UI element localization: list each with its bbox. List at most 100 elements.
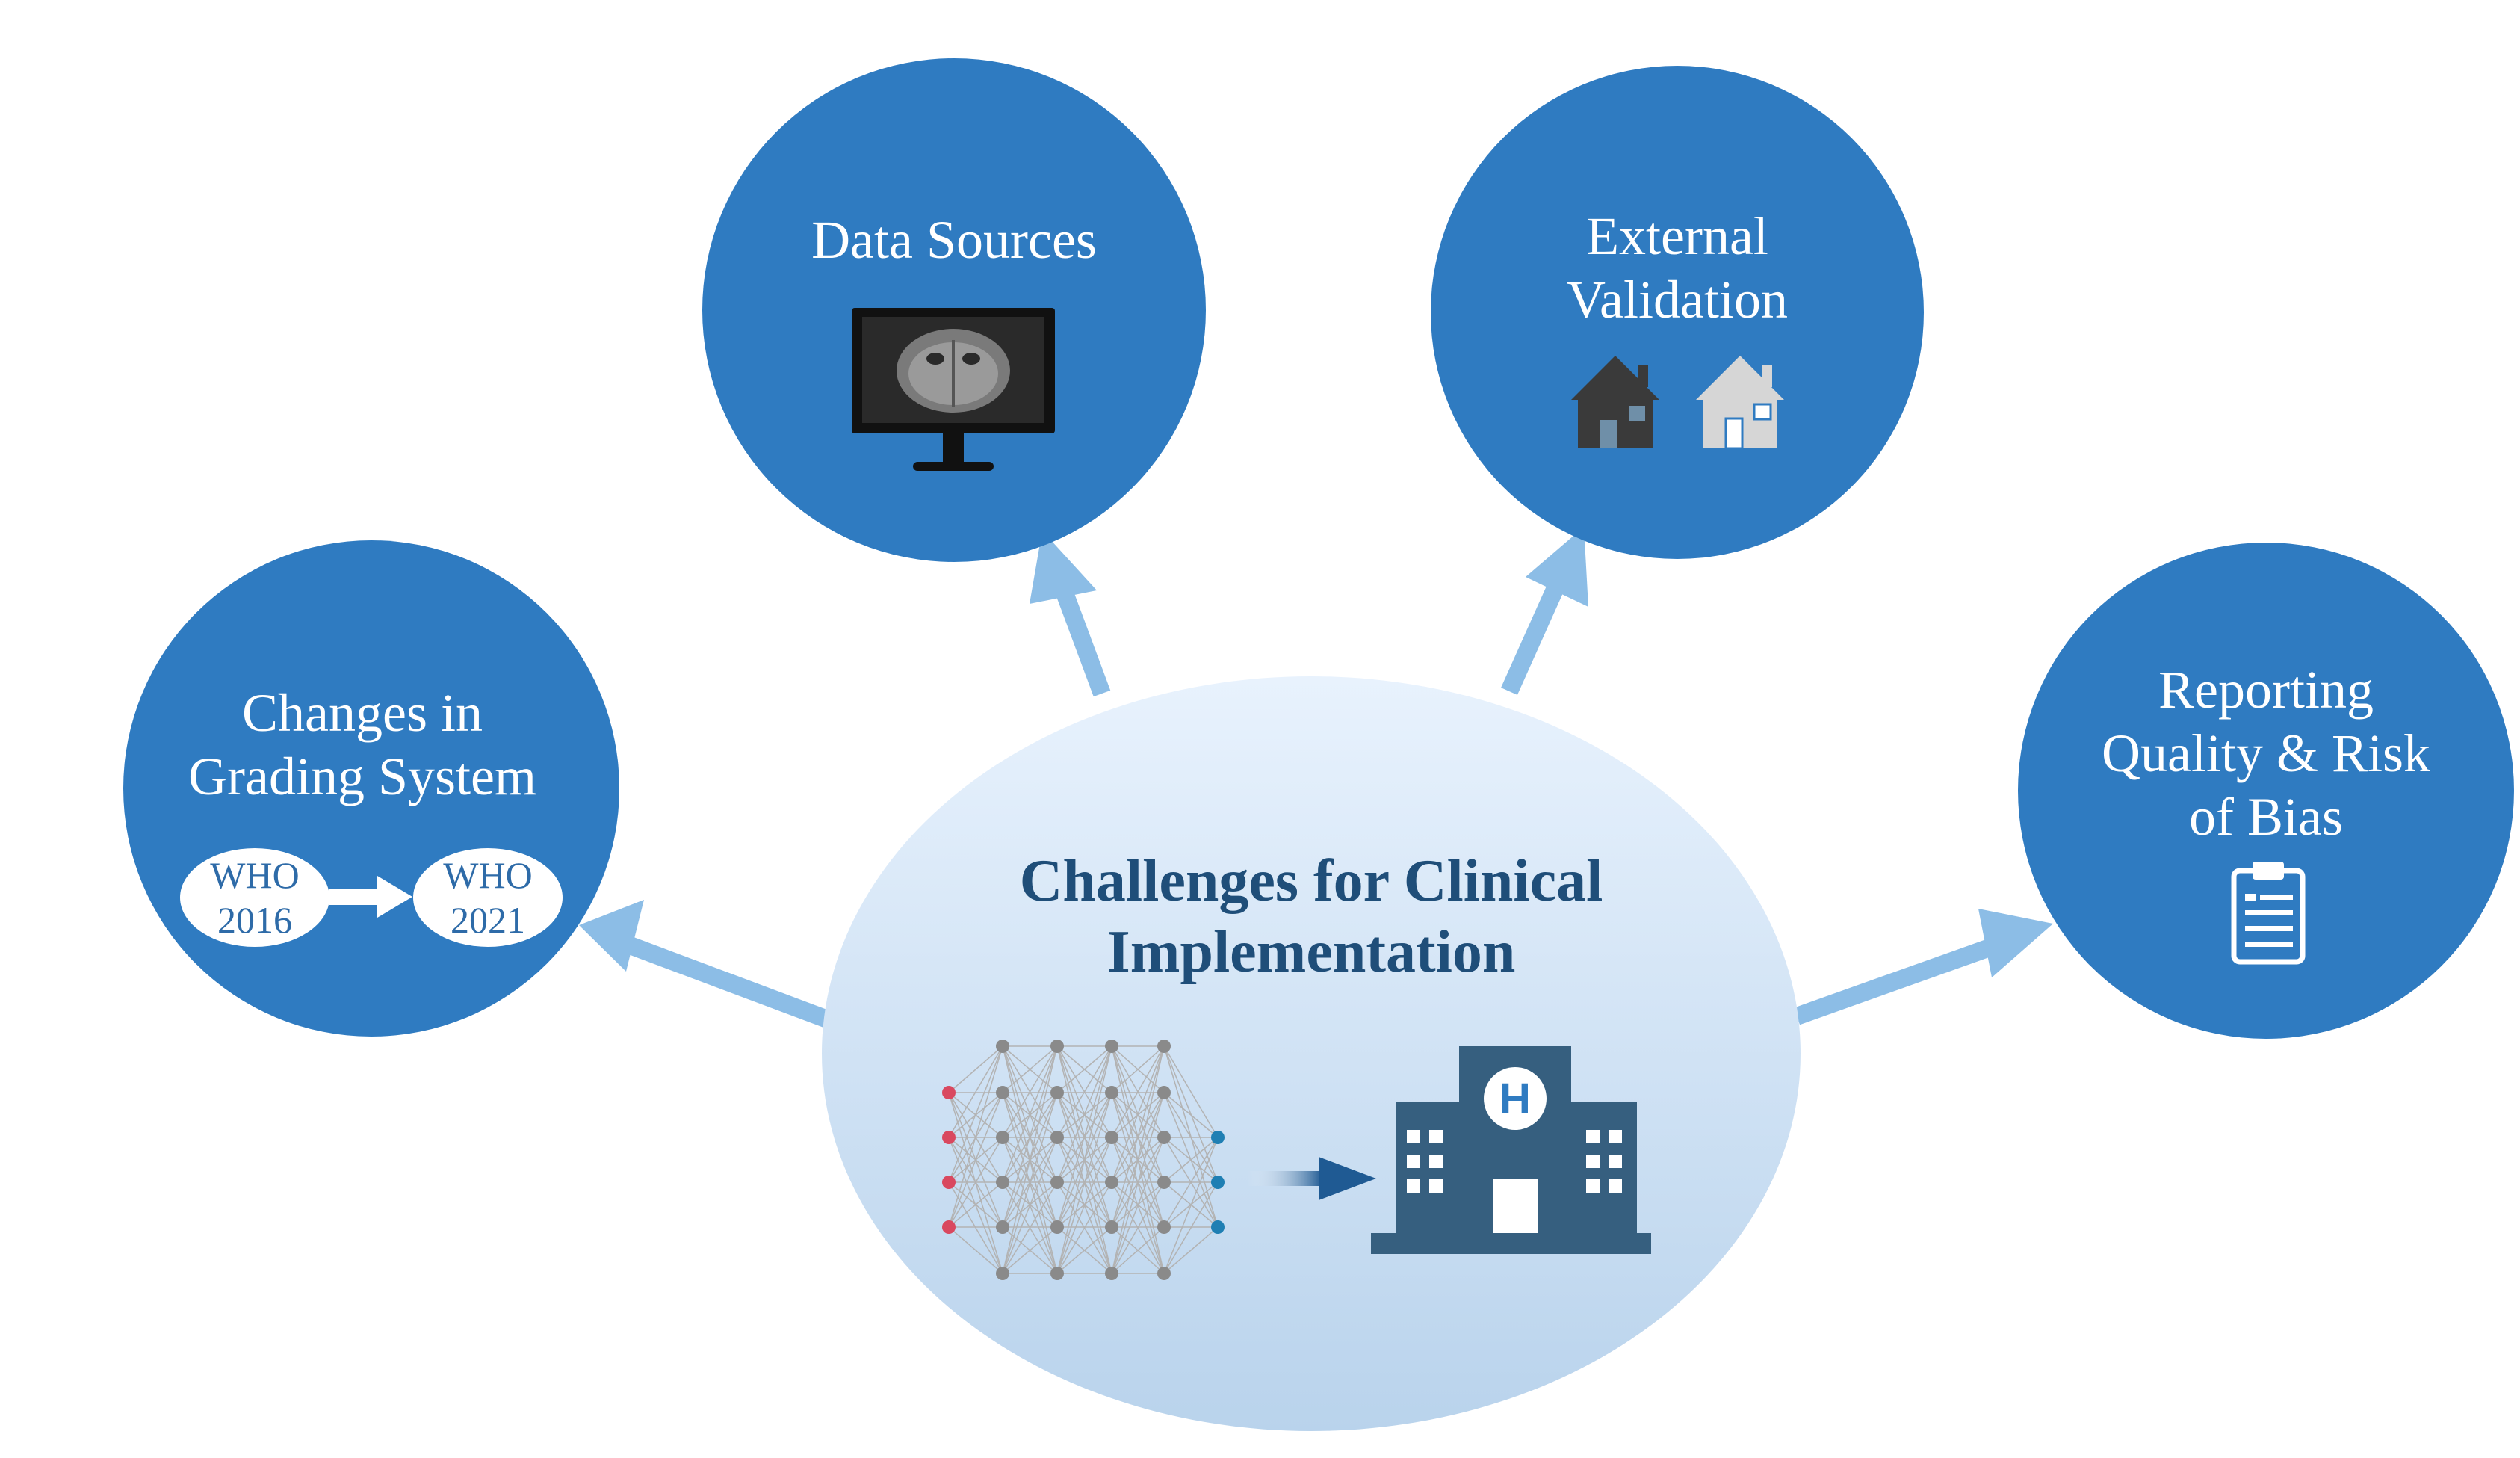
house-dark-icon [1571,356,1659,448]
network-edge [948,1045,1003,1228]
node-external-validation: External Validation [1431,66,1924,559]
arrow-to-reporting [1793,909,2053,1025]
network-edge [1163,1137,1219,1274]
network-node [1050,1220,1064,1234]
network-edge [1111,1045,1165,1093]
network-edge [1163,1181,1219,1274]
reporting-line3: of Bias [2189,787,2343,847]
network-node [942,1131,956,1144]
arrow-to-external-validation [1501,527,1588,695]
arrow-to-grading-system [579,900,833,1029]
network-node [996,1267,1009,1280]
node-circle [2018,543,2514,1039]
connector-arrows [579,527,2053,1029]
clipboard-icon [2231,862,2306,965]
reporting-line2: Quality & Risk [2102,723,2430,783]
network-edge [1111,1181,1165,1274]
network-node [996,1086,1009,1099]
center-title-line1: Challenges for Clinical [1020,848,1603,914]
who-2021-badge: WHO 2021 [413,848,563,947]
network-edge [948,1092,1003,1228]
network-edge [1002,1045,1058,1093]
network-edge [1002,1226,1058,1274]
network-edge [1002,1092,1058,1274]
grading-line2: Grading System [188,747,536,806]
network-edge [1002,1137,1058,1274]
who-old-line1: WHO [210,854,299,896]
arrow-right-icon [1248,1157,1376,1200]
center-title-line2: Implementation [1107,919,1516,985]
network-node [942,1220,956,1234]
network-edge [1163,1045,1219,1138]
network-node [1050,1131,1064,1144]
network-edge [1056,1045,1112,1138]
network-node [1050,1176,1064,1189]
who-new-line2: 2021 [451,899,525,941]
external-validation-line2: Validation [1567,270,1788,330]
network-edge [1163,1137,1219,1228]
network-edge [1111,1045,1165,1274]
arrow-to-data-sources [1030,531,1111,697]
node-data-sources: Data Sources [702,58,1206,562]
hospital-icon: H [1371,1046,1651,1254]
network-edge [1002,1045,1058,1228]
houses-icon [1571,356,1784,450]
network-node [1050,1086,1064,1099]
network-edge [948,1045,1003,1093]
network-node [1211,1131,1225,1144]
who-old-line2: 2016 [217,899,292,941]
network-node [1157,1220,1171,1234]
who-2016-badge: WHO 2016 [180,848,329,947]
network-edge [1111,1045,1165,1183]
network-edge [1111,1092,1165,1274]
network-node [1105,1131,1118,1144]
reporting-line1: Reporting [2158,660,2374,720]
node-grading-system: Changes in Grading System WHO 2016 WHO 2… [123,540,619,1037]
network-edge [1056,1137,1112,1274]
network-node [1157,1267,1171,1280]
network-node [996,1131,1009,1144]
network-node [1050,1267,1064,1280]
network-edge [1002,1045,1058,1274]
network-edge [948,1226,1003,1274]
network-edge [1163,1137,1219,1183]
network-edge [948,1045,1003,1138]
network-node [1157,1086,1171,1099]
network-edge [1056,1226,1112,1274]
network-edge [948,1045,1003,1183]
network-node [996,1040,1009,1053]
network-node [1157,1131,1171,1144]
neural-network-icon [942,1040,1225,1280]
network-edge [948,1181,1003,1228]
node-circle [1431,66,1924,559]
network-edge [1002,1045,1058,1183]
network-node [1105,1040,1118,1053]
arrow-right-icon [329,876,412,918]
external-validation-line1: External [1586,206,1768,266]
who-new-line1: WHO [443,854,532,896]
network-edge [1163,1226,1219,1274]
network-edge [1056,1181,1112,1274]
network-node [996,1176,1009,1189]
node-reporting-quality: Reporting Quality & Risk of Bias [2018,543,2514,1039]
network-edge [1002,1045,1058,1138]
network-edge [1002,1181,1058,1274]
house-light-icon [1696,356,1784,450]
network-node [1050,1040,1064,1053]
hospital-letter: H [1499,1075,1531,1123]
network-node [942,1086,956,1099]
network-node [1211,1220,1225,1234]
network-node [996,1220,1009,1234]
network-edge [1056,1045,1112,1228]
network-node [942,1176,956,1189]
network-edge [1056,1045,1112,1183]
monitor-brain-scan-icon [852,308,1055,471]
network-node [1211,1176,1225,1189]
network-node [1157,1176,1171,1189]
network-node [1105,1086,1118,1099]
network-edge [1056,1092,1112,1274]
network-edge [948,1137,1003,1228]
network-node [1105,1220,1118,1234]
network-node [1105,1176,1118,1189]
